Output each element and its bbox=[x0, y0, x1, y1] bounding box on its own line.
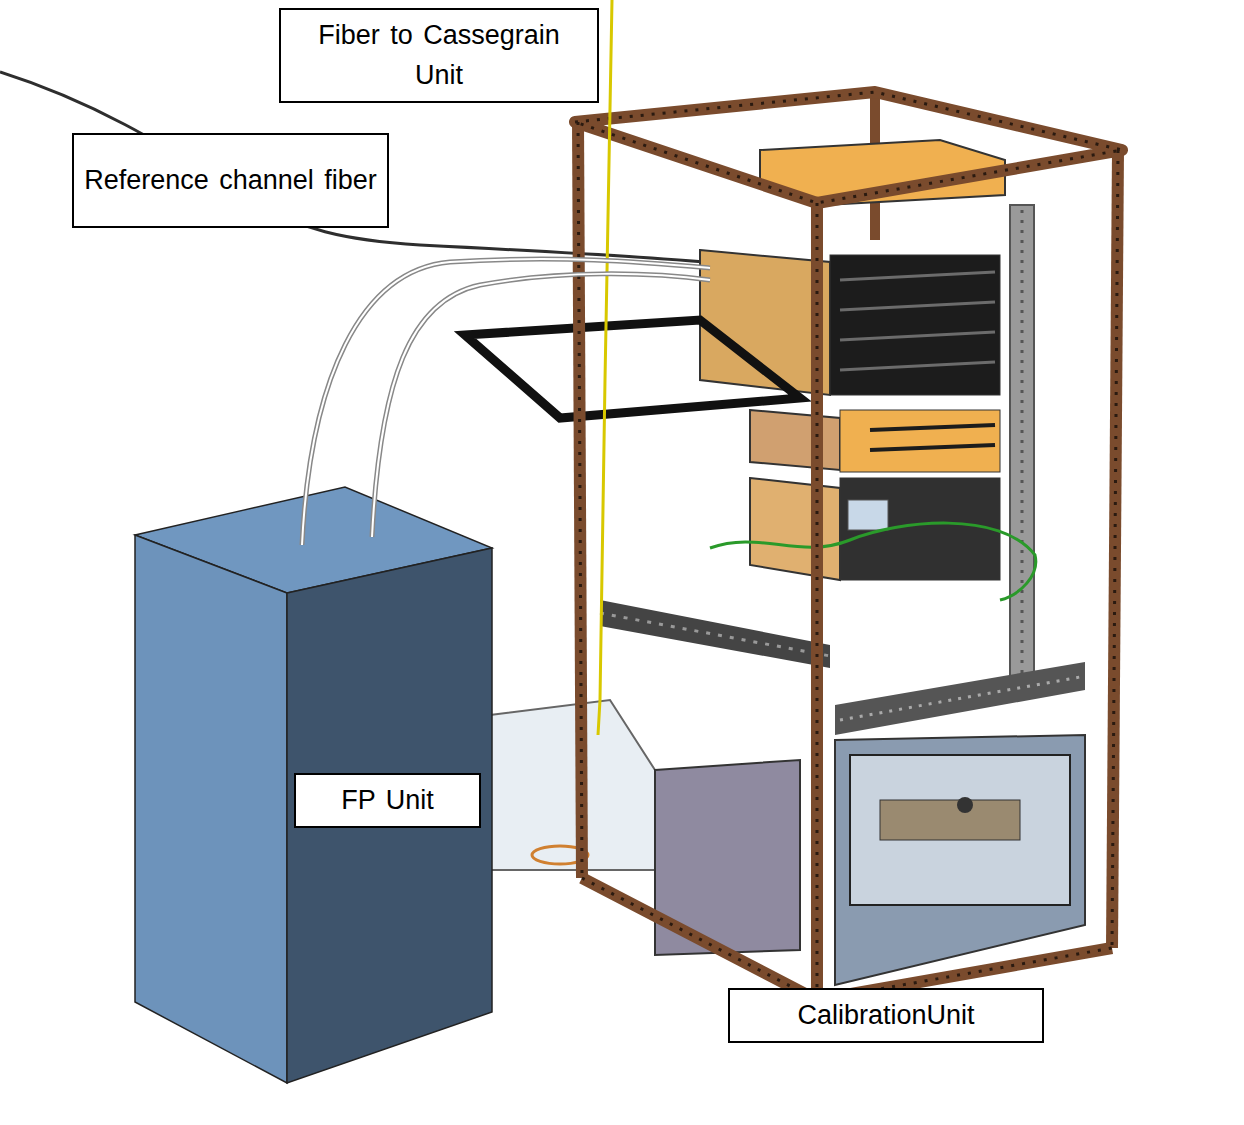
module-side bbox=[750, 478, 840, 580]
calibration-panel bbox=[835, 735, 1085, 985]
module-stripes bbox=[840, 272, 995, 370]
optical-bench bbox=[880, 800, 1020, 840]
mounting-frame bbox=[465, 320, 800, 418]
callout-label: FP Unit bbox=[333, 781, 442, 820]
fp-box-left bbox=[135, 535, 287, 1083]
callout-box: Reference channel fiber bbox=[72, 133, 389, 228]
cable-chain bbox=[600, 600, 830, 668]
calibration-window bbox=[850, 755, 1070, 905]
callout-label: Fiber to Cassegrain Unit bbox=[281, 16, 597, 94]
module-side bbox=[750, 410, 840, 470]
rack-frame-holes bbox=[575, 92, 1122, 1000]
optical-mount bbox=[957, 797, 973, 813]
rack-frame bbox=[575, 92, 1122, 1000]
rack-rail-holes bbox=[1021, 210, 1024, 680]
calibration-top bbox=[835, 662, 1085, 735]
callout-box: FP Unit bbox=[294, 773, 481, 828]
green-wire bbox=[710, 523, 1036, 600]
callout-box: Fiber to Cassegrain Unit bbox=[279, 8, 599, 103]
callout-box: CalibrationUnit bbox=[728, 988, 1044, 1043]
module-front bbox=[840, 410, 1000, 472]
fp-box-right bbox=[287, 548, 492, 1083]
callout-label: CalibrationUnit bbox=[789, 996, 982, 1035]
module-stripes bbox=[870, 425, 995, 450]
calibration-holes bbox=[840, 677, 1080, 720]
tray bbox=[490, 700, 655, 870]
module-front bbox=[830, 255, 1000, 395]
fp-fibers bbox=[302, 259, 710, 545]
rack-rail bbox=[1010, 205, 1034, 685]
module-part bbox=[848, 500, 888, 530]
module-front bbox=[840, 478, 1000, 580]
cable-chain-links bbox=[600, 613, 830, 656]
cassegrain-fiber bbox=[598, 0, 612, 735]
callout-label: Reference channel fiber bbox=[76, 161, 385, 200]
